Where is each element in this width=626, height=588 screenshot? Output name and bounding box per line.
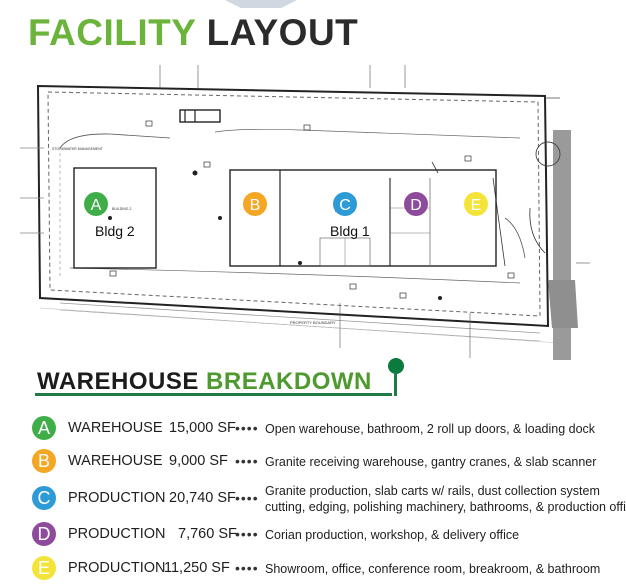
svg-text:E: E xyxy=(471,197,482,214)
breakdown-row-e: E PRODUCTION 11,250 SF •••• Showroom, of… xyxy=(0,553,626,583)
zone-e-badge: E xyxy=(32,556,56,580)
section-title: WAREHOUSE BREAKDOWN xyxy=(37,368,372,396)
row-desc: Granite receiving warehouse, gantry cran… xyxy=(265,455,597,469)
parking-boundary xyxy=(47,91,541,317)
row-type: PRODUCTION xyxy=(68,490,166,506)
row-type: PRODUCTION xyxy=(68,526,166,542)
svg-text:STORMWATER MANAGEMENT: STORMWATER MANAGEMENT xyxy=(52,147,104,151)
row-desc: Open warehouse, bathroom, 2 roll up door… xyxy=(265,422,596,436)
row-size: 7,760 SF xyxy=(178,526,237,542)
row-type: PRODUCTION xyxy=(68,560,166,576)
property-boundary-label: PROPERTY BOUNDARY xyxy=(290,320,336,325)
facility-site-plan: STORMWATER MANAGEMENT PROPERTY BOUNDARY … xyxy=(0,58,626,368)
svg-text:B: B xyxy=(250,197,261,214)
zone-d-badge: D xyxy=(32,522,56,546)
bldg1-label: Bldg 1 xyxy=(330,223,370,239)
row-desc: Showroom, office, conference room, break… xyxy=(265,562,601,576)
row-dots: •••• xyxy=(235,453,259,469)
site-boundary xyxy=(36,84,550,328)
zone-a-badge: A xyxy=(32,416,56,440)
zone-e-marker: E xyxy=(464,192,488,216)
svg-text:C: C xyxy=(339,197,351,214)
title-part2: LAYOUT xyxy=(206,12,359,53)
zone-b-badge: B xyxy=(32,449,56,473)
title-part1: FACILITY xyxy=(28,12,196,53)
row-size: 9,000 SF xyxy=(169,453,228,469)
svg-text:A: A xyxy=(91,197,102,214)
row-desc-line1: Granite production, slab carts w/ rails,… xyxy=(265,484,600,498)
bldg2-label: Bldg 2 xyxy=(95,223,135,239)
svg-text:D: D xyxy=(410,197,422,214)
section-stem xyxy=(394,374,397,396)
section-title-part1: WAREHOUSE xyxy=(37,368,199,395)
section-underline xyxy=(35,393,392,396)
building-2 xyxy=(73,167,157,269)
row-size: 11,250 SF xyxy=(164,560,230,576)
bldg2-sub-label: BUILDING 2 xyxy=(112,207,132,211)
row-size: 20,740 SF xyxy=(169,490,236,506)
row-desc: Corian production, workshop, & delivery … xyxy=(265,528,520,542)
section-dot-icon xyxy=(388,358,404,374)
breakdown-row-d: D PRODUCTION 7,760 SF •••• Corian produc… xyxy=(0,519,626,549)
row-type: WAREHOUSE xyxy=(68,453,163,469)
zone-c-marker: C xyxy=(333,192,357,216)
row-type: WAREHOUSE xyxy=(68,420,163,436)
row-dots: •••• xyxy=(235,490,259,506)
row-dots: •••• xyxy=(235,420,259,436)
row-desc-line2: cutting, edging, polishing machinery, ba… xyxy=(265,500,626,514)
zone-d-marker: D xyxy=(404,192,428,216)
zone-c-badge: C xyxy=(32,486,56,510)
top-tab-decoration xyxy=(225,0,297,8)
row-size: 15,000 SF xyxy=(169,420,236,436)
row-dots: •••• xyxy=(235,526,259,542)
building-1 xyxy=(229,169,497,267)
breakdown-row-a: A WAREHOUSE 15,000 SF •••• Open warehous… xyxy=(0,414,626,444)
section-title-part2: BREAKDOWN xyxy=(206,368,372,395)
breakdown-row-b: B WAREHOUSE 9,000 SF •••• Granite receiv… xyxy=(0,447,626,477)
zone-b-marker: B xyxy=(243,192,267,216)
page-title: FACILITY LAYOUT xyxy=(28,12,358,54)
zone-a-marker: A xyxy=(84,192,108,216)
row-dots: •••• xyxy=(235,560,259,576)
breakdown-row-c: C PRODUCTION 20,740 SF •••• Granite prod… xyxy=(0,482,626,516)
